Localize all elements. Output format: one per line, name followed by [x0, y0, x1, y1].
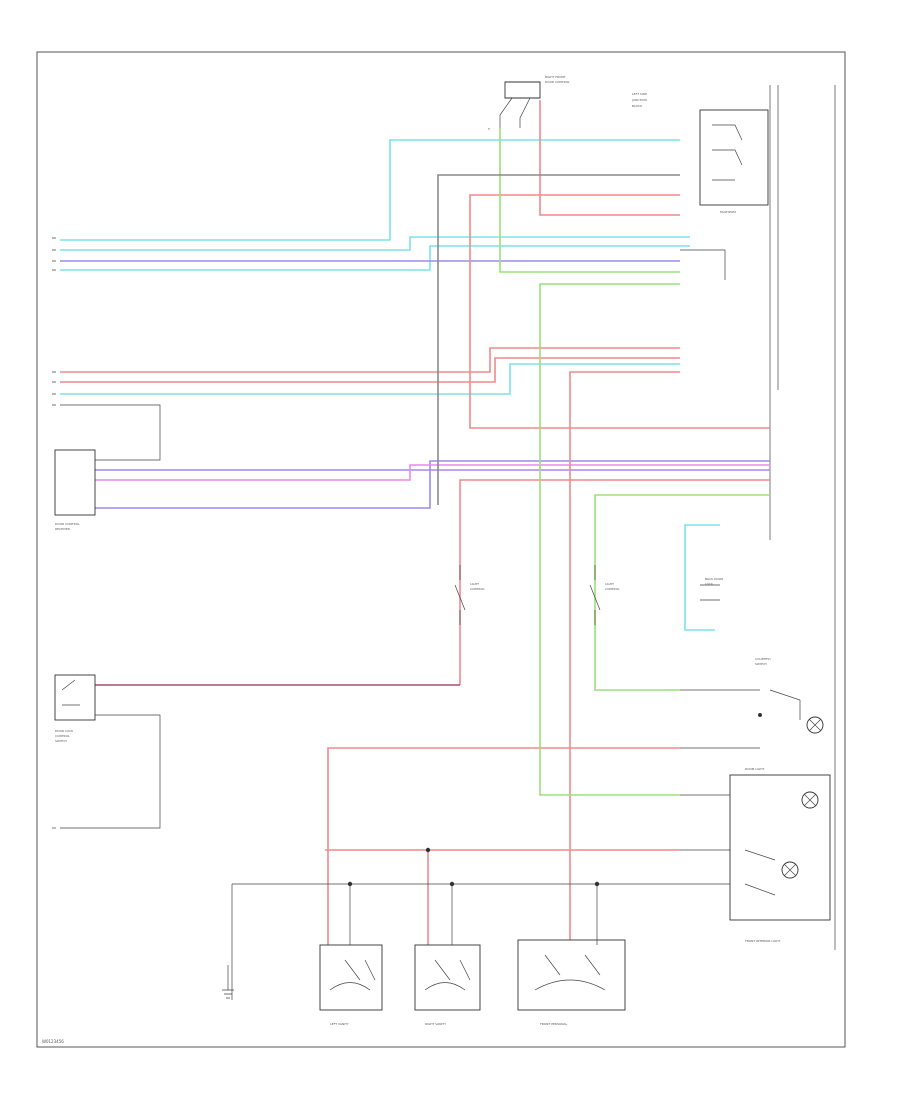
magenta-wires: [95, 464, 770, 481]
black-wires: [60, 249, 760, 1000]
courtesy-switch: COURTESY SWITCH: [755, 657, 824, 734]
right-vanity-light: RIGHT VANITY: [414, 944, 481, 1026]
red-wires: [60, 100, 770, 945]
svg-text:ROOM LIGHT: ROOM LIGHT: [745, 767, 764, 771]
page-id: W0123456: [42, 1039, 64, 1044]
purple-wires: [60, 260, 770, 509]
svg-text:SWITCH: SWITCH: [55, 739, 67, 743]
svg-text:CONTROL: CONTROL: [605, 587, 620, 591]
cyan-wires: [60, 139, 720, 631]
left-connector-ticks: [52, 237, 56, 829]
svg-text:DOOR CONTROL: DOOR CONTROL: [545, 80, 570, 84]
svg-text:COURTESY: COURTESY: [755, 657, 771, 661]
light-control-switch-left: LIGHT CONTROL: [454, 565, 485, 625]
svg-text:MULTIPLEX: MULTIPLEX: [720, 210, 736, 214]
svg-text:CONTROL: CONTROL: [55, 734, 70, 738]
svg-text:LIGHT: LIGHT: [605, 582, 614, 586]
front-personal-light: FRONT PERSONAL: [517, 939, 626, 1026]
back-door-lock: BACK DOOR LOCK: [700, 577, 723, 601]
svg-text:LIGHT: LIGHT: [470, 582, 479, 586]
svg-text:RIGHT FRONT: RIGHT FRONT: [545, 75, 566, 79]
ground-symbol: [222, 965, 234, 999]
splice-points: [347, 713, 762, 887]
svg-text:LOCK: LOCK: [705, 582, 714, 586]
light-control-switch-right: LIGHT CONTROL: [589, 565, 620, 625]
green-wires: [499, 128, 770, 796]
svg-text:BLOCK: BLOCK: [632, 104, 643, 108]
top-connector: RIGHT FRONT DOOR CONTROL 5: [488, 75, 570, 131]
svg-text:RECEIVER: RECEIVER: [55, 527, 70, 531]
svg-text:RIGHT VANITY: RIGHT VANITY: [425, 1022, 446, 1026]
svg-text:FRONT PERSONAL: FRONT PERSONAL: [540, 1022, 568, 1026]
gray-wires: [437, 174, 680, 505]
svg-text:FRONT INTERIOR LIGHT: FRONT INTERIOR LIGHT: [745, 939, 781, 943]
svg-text:DOOR CONTROL: DOOR CONTROL: [55, 522, 80, 526]
svg-text:SWITCH: SWITCH: [755, 662, 767, 666]
svg-text:LEFT SIDE: LEFT SIDE: [632, 92, 647, 96]
svg-text:BACK DOOR: BACK DOOR: [705, 577, 723, 581]
svg-text:CONTROL: CONTROL: [470, 587, 485, 591]
door-lock-control-switch: DOOR LOCK CONTROL SWITCH: [54, 674, 96, 743]
room-light: ROOM LIGHT FRONT INTERIOR LIGHT: [729, 767, 831, 943]
svg-text:5: 5: [488, 127, 490, 131]
diagram-frame: [36, 51, 846, 1048]
door-control-receiver: DOOR CONTROL RECEIVER: [54, 449, 96, 531]
svg-text:JUNCTION: JUNCTION: [631, 98, 647, 102]
left-vanity-light: LEFT VANITY: [319, 944, 383, 1026]
multiplex-ecu-upper: LEFT SIDE JUNCTION BLOCK MULTIPLEX: [631, 92, 769, 214]
svg-text:DOOR LOCK: DOOR LOCK: [55, 729, 74, 733]
svg-text:LEFT VANITY: LEFT VANITY: [330, 1022, 349, 1026]
